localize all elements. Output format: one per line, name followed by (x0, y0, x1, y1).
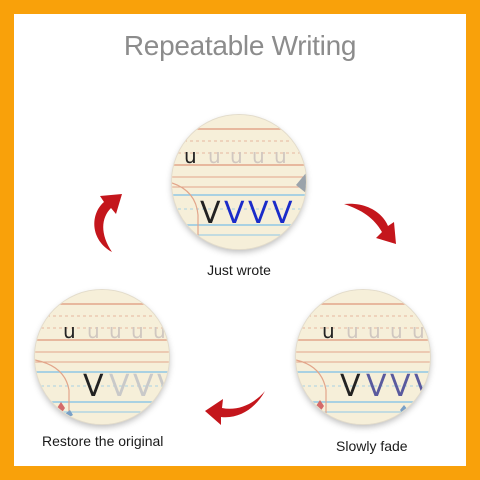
stage-restore-original-image: u u u u u V V V V (35, 290, 169, 424)
faded-letter: u (412, 319, 425, 343)
main-letter: V (200, 196, 221, 231)
guide-letter: u (184, 144, 197, 168)
faded-letter: u (346, 319, 359, 343)
guide-letter: u (322, 319, 335, 343)
traced-letter: V (366, 369, 387, 404)
page-title: Repeatable Writing (123, 30, 357, 61)
faded-letter: u (87, 319, 100, 343)
traced-letter: V (109, 369, 130, 404)
faded-letter: u (230, 144, 243, 168)
pen-tip-icon (296, 173, 306, 193)
faded-letter: u (368, 319, 381, 343)
faded-letter: u (252, 144, 265, 168)
faded-letter: u (390, 319, 403, 343)
traced-letter: V (248, 196, 269, 231)
curved-arrow-icon (205, 391, 265, 425)
traced-letter: V (390, 369, 411, 404)
stage-slowly-fade-image: u u u u u V V V V (296, 290, 430, 424)
stage-caption-slowly-fade: Slowly fade (336, 438, 408, 454)
stage-just-wrote-image: u u u u u V V V V (172, 115, 306, 249)
curved-arrow-icon (94, 194, 122, 252)
stage-caption-restore-original: Restore the original (42, 433, 164, 449)
faded-letter: u (274, 144, 287, 168)
curved-arrow-icon (344, 203, 396, 244)
stage-caption-just-wrote: Just wrote (207, 262, 271, 278)
guide-letter: u (63, 319, 76, 343)
traced-letter: V (133, 369, 154, 404)
main-letter: V (340, 369, 361, 404)
traced-letter: V (224, 196, 245, 231)
faded-letter: u (208, 144, 221, 168)
main-letter: V (83, 369, 104, 404)
faded-letter: u (131, 319, 144, 343)
traced-letter: V (272, 196, 293, 231)
faded-letter: u (109, 319, 122, 343)
